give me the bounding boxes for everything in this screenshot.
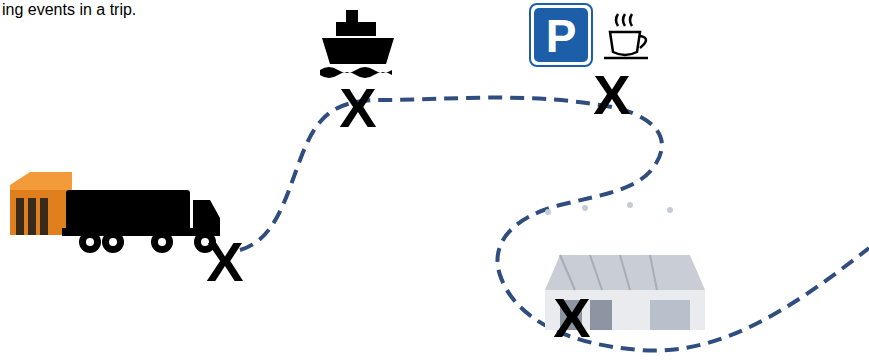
- ship-icon: [320, 10, 394, 78]
- event-mark: X: [339, 80, 376, 136]
- truck-icon: [62, 190, 220, 253]
- caption-fragment: ing events in a trip.: [2, 2, 136, 18]
- parking-sign-face: [534, 8, 588, 62]
- coffee-icon: [604, 14, 648, 58]
- parking-sign: [530, 4, 592, 66]
- parking-letter: P: [546, 13, 577, 59]
- event-mark: X: [206, 234, 243, 290]
- event-mark: X: [553, 290, 590, 346]
- event-mark: X: [593, 67, 630, 123]
- depot-icon: [10, 172, 72, 235]
- route-line: [240, 98, 869, 351]
